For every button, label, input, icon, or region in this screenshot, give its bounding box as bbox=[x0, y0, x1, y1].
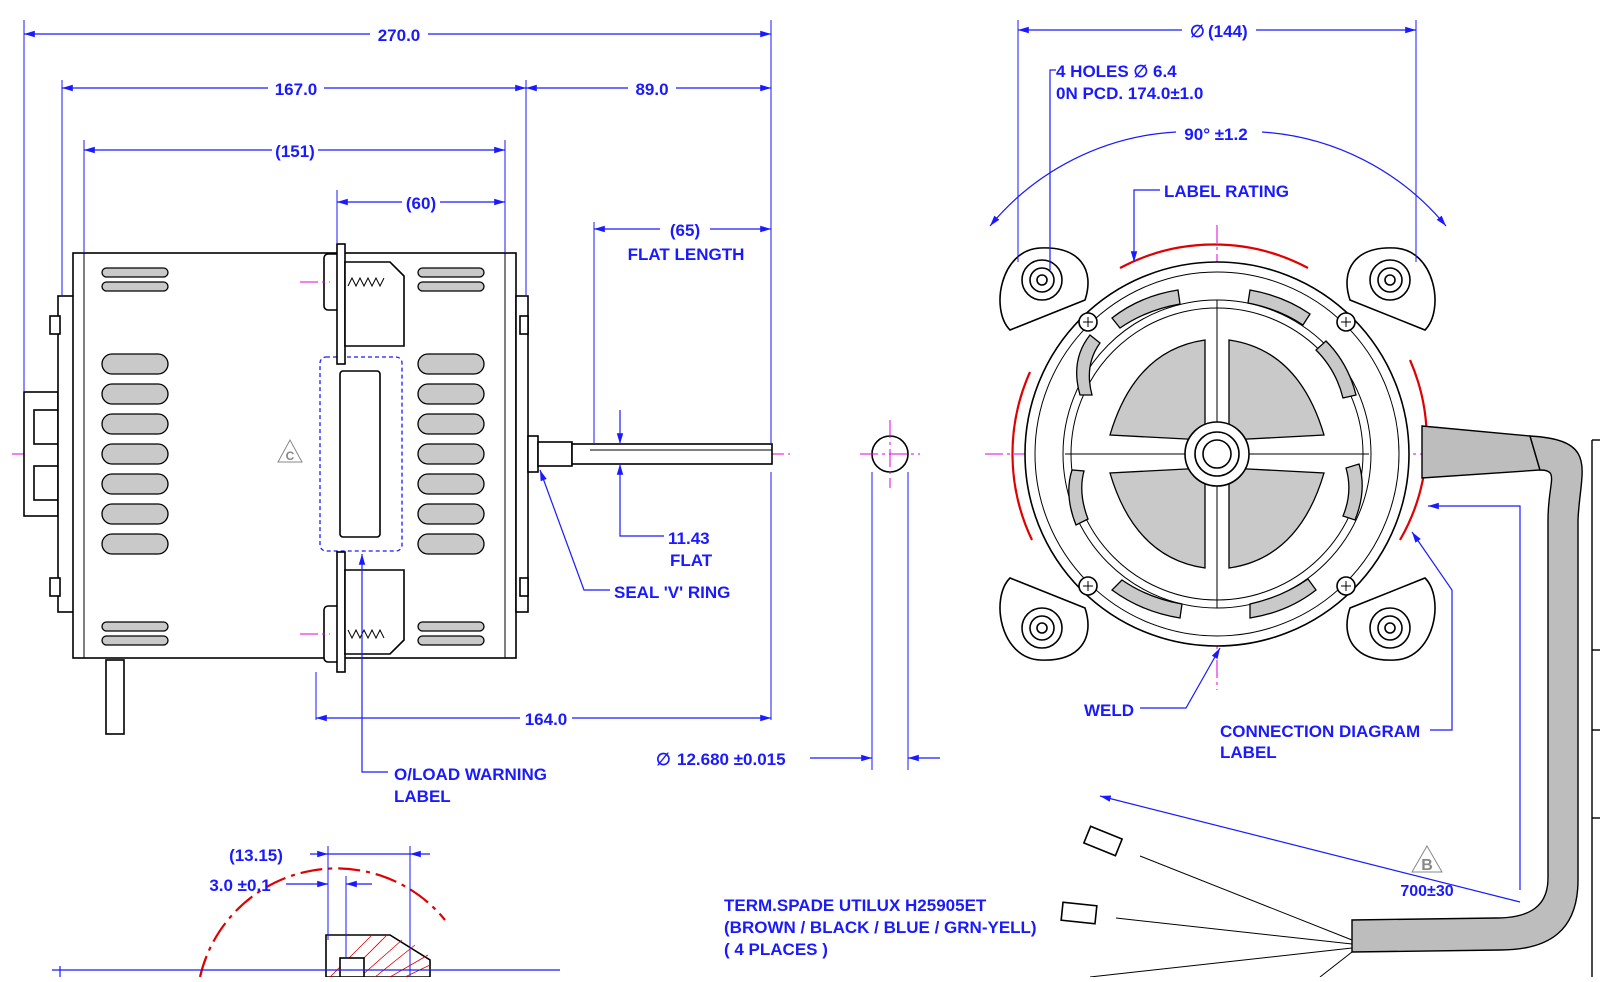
dim-bracket-spacing: (60) bbox=[406, 194, 436, 213]
holes-note-line1: 4 HOLES ∅ 6.4 bbox=[1056, 62, 1177, 81]
side-view: C 270.0 167.0 89.0 (151) (60) bbox=[12, 20, 790, 806]
holes-note-line2: 0N PCD. 174.0±1.0 bbox=[1056, 84, 1203, 103]
title-block-edge bbox=[1591, 439, 1600, 977]
lead-cable-stub bbox=[105, 659, 125, 735]
wire-leads bbox=[1060, 825, 1353, 978]
screws bbox=[1078, 312, 1356, 596]
seal-v-ring bbox=[527, 435, 539, 473]
dim-flat-length: (65) bbox=[670, 221, 700, 240]
detail-dim-b: 3.0 ±0.1 bbox=[209, 876, 270, 895]
seal-v-ring-label: SEAL 'V' RING bbox=[614, 583, 730, 602]
warning-label-line2: LABEL bbox=[394, 787, 451, 806]
end-view: ∅ (144) 4 HOLES ∅ 6.4 0N PCD. 174.0±1.0 … bbox=[724, 20, 1583, 978]
term-note-line2: (BROWN / BLACK / BLUE / GRN-YELL) bbox=[724, 918, 1037, 937]
vent-slots-left bbox=[101, 267, 169, 646]
warning-label-area bbox=[319, 356, 403, 552]
dim-can-length: (151) bbox=[275, 142, 315, 161]
lead-length: 700±30 bbox=[1400, 883, 1453, 900]
mount-bracket-bottom bbox=[323, 551, 405, 673]
mount-bracket-top bbox=[323, 243, 405, 365]
dim-mount-to-shaft: 164.0 bbox=[525, 710, 568, 729]
term-note-line3: ( 4 PLACES ) bbox=[724, 940, 828, 959]
warning-label-line1: O/LOAD WARNING bbox=[394, 765, 547, 784]
dim-shaft-length: 89.0 bbox=[635, 80, 668, 99]
motor-shaft bbox=[571, 443, 773, 465]
rear-stud-top bbox=[49, 315, 61, 335]
label-rating-area bbox=[1119, 243, 1309, 269]
dim-flat-value: 11.43 bbox=[668, 529, 710, 548]
datum-b: B bbox=[1421, 857, 1433, 874]
dim-end-diameter: (144) bbox=[1208, 22, 1248, 41]
detail-dim-a: (13.15) bbox=[229, 846, 283, 865]
terminal-box-cap-bottom bbox=[33, 465, 59, 501]
vent-slots-right bbox=[417, 267, 485, 646]
dim-overall-length: 270.0 bbox=[378, 26, 421, 45]
diameter-symbol: ∅ bbox=[656, 750, 671, 769]
weld-label: WELD bbox=[1084, 701, 1134, 720]
angle-note: 90° ±1.2 bbox=[1184, 125, 1247, 144]
flat-length-label: FLAT LENGTH bbox=[628, 245, 745, 264]
terminal-box-cap-top bbox=[33, 409, 59, 445]
shaft-section: ∅ 12.680 ±0.015 bbox=[656, 420, 940, 770]
mounting-holes bbox=[1021, 259, 1411, 649]
connection-label-line1: CONNECTION DIAGRAM bbox=[1220, 722, 1420, 741]
rear-endbell bbox=[57, 295, 75, 613]
term-note-line1: TERM.SPADE UTILUX H25905ET bbox=[724, 896, 987, 915]
dim-body-length: 167.0 bbox=[275, 80, 318, 99]
connection-label-line2: LABEL bbox=[1220, 743, 1277, 762]
lead-cable bbox=[1351, 435, 1583, 953]
flat-label: FLAT bbox=[670, 551, 713, 570]
vent-slots-outer bbox=[1068, 289, 1363, 619]
detail-view: (13.15) 3.0 ±0.1 bbox=[52, 846, 560, 978]
label-rating-text: LABEL RATING bbox=[1164, 182, 1289, 201]
cable-gland bbox=[1421, 425, 1541, 479]
dim-shaft-diameter: 12.680 ±0.015 bbox=[677, 750, 786, 769]
rear-stud-bottom bbox=[49, 577, 61, 597]
front-endbell bbox=[515, 295, 529, 613]
datum-c: C bbox=[286, 449, 295, 463]
diameter-symbol-end: ∅ bbox=[1190, 22, 1205, 41]
vent-petals bbox=[1109, 339, 1325, 569]
